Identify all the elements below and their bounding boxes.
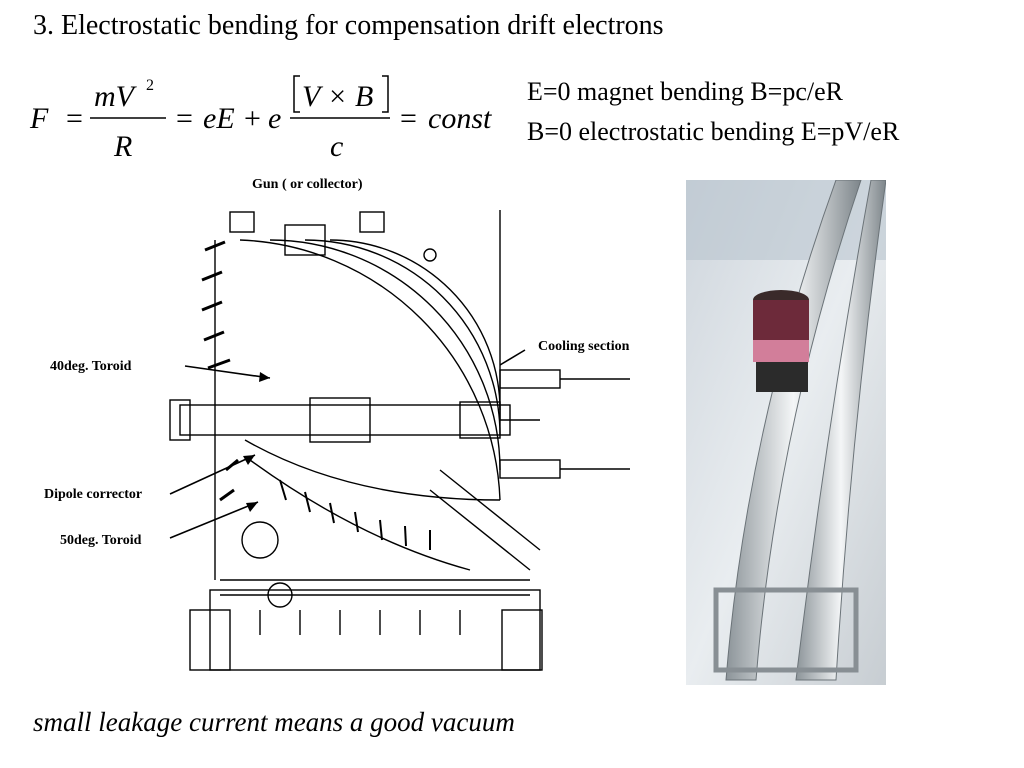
toroid-outer-arc — [239, 239, 501, 501]
electrode-plate-left — [725, 180, 862, 681]
formula-frac2-denominator: c — [330, 130, 343, 163]
flange-right — [459, 401, 501, 439]
formula-eq-2: = — [176, 102, 193, 135]
frame-outline — [214, 210, 540, 580]
toroid-50-outer-arc — [249, 459, 471, 571]
cooler-technical-drawing: Gun ( or collector) 40deg. Toroid Coolin… — [30, 170, 670, 680]
port-bottom — [267, 582, 293, 608]
label-cooling-section: Cooling section — [538, 339, 630, 354]
gun-clamp-1 — [229, 211, 255, 233]
arrow-heads — [243, 372, 270, 512]
exit-pipe — [429, 469, 541, 571]
leader-arrows — [169, 349, 526, 539]
formula-e: e — [268, 102, 281, 135]
formula-exponent: 2 — [146, 77, 154, 94]
label-dipole-corrector: Dipole corrector — [44, 487, 142, 502]
base-foot-right — [501, 609, 543, 671]
formula-eq-3: = — [400, 102, 417, 135]
electrode-plate-right — [795, 180, 886, 681]
cooling-coil-lower — [499, 459, 561, 479]
label-toroid-40: 40deg. Toroid — [50, 359, 132, 374]
support-base — [209, 589, 541, 671]
base-ribs — [259, 610, 461, 635]
formula-cross-product: V × B — [302, 80, 373, 113]
bending-description: E=0 magnet bending B=pc/eR B=0 electrost… — [527, 72, 899, 152]
slide-title: 3. Electrostatic bending for compensatio… — [33, 10, 664, 41]
toroid-arc-3 — [304, 239, 501, 436]
electrode-frame — [713, 587, 859, 673]
magnet-bending-line: E=0 magnet bending B=pc/eR — [527, 77, 843, 106]
label-toroid-50: 50deg. Toroid — [60, 533, 142, 548]
electrostatic-bending-line: B=0 electrostatic bending E=pV/eR — [527, 117, 900, 146]
footer-note: small leakage current means a good vacuu… — [33, 707, 515, 737]
reflected-object — [753, 290, 809, 392]
label-gun: Gun ( or collector) — [252, 177, 363, 192]
gun-clamp-2 — [284, 224, 326, 256]
dipole-block — [309, 397, 371, 443]
formula-eq-1: = — [66, 102, 83, 135]
formula-frac1-numerator: mV — [94, 80, 138, 113]
toroid-arc-2 — [269, 239, 501, 471]
formula-lhs: F — [29, 102, 49, 135]
toroid-50-arc — [244, 439, 501, 501]
toroid-50-windings — [279, 479, 431, 550]
formula-plus: + — [244, 102, 261, 135]
port-left — [241, 521, 279, 559]
base-foot-left — [189, 609, 231, 671]
cooling-coil-upper — [499, 369, 561, 389]
formula-rhs: const — [428, 102, 492, 135]
gun-clamp-3 — [359, 211, 385, 233]
formula-eE: eE — [203, 102, 235, 135]
electrode-photo — [686, 180, 886, 685]
force-formula: F = mV 2 R = eE + e V × B c = const — [28, 70, 508, 166]
beam-tube — [179, 404, 511, 436]
formula-frac1-denominator: R — [113, 130, 132, 163]
alignment-mark — [423, 248, 437, 262]
toroid-inner-arc — [329, 239, 501, 411]
formula-rules — [90, 75, 390, 119]
flange-left — [169, 399, 191, 441]
